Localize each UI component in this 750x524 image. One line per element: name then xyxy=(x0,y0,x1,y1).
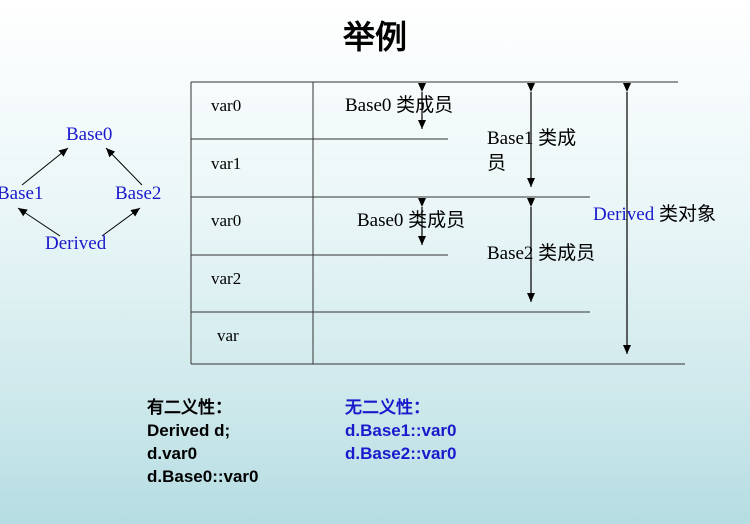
row-var0-b: var0 xyxy=(211,211,242,230)
class-base0: Base0 xyxy=(66,124,113,145)
arrow-derived-to-base1 xyxy=(17,207,61,237)
unambiguous-line-2: d.Base2::var0 xyxy=(345,444,457,463)
label-derived-object-suffix: 类对象 xyxy=(654,204,716,225)
ambiguous-line-2: d.var0 xyxy=(147,444,198,463)
class-derived: Derived xyxy=(45,233,107,254)
memory-layout-box xyxy=(190,81,685,365)
unambiguous-block: 无二义性： d.Base1::var0 d.Base2::var0 xyxy=(345,396,457,465)
row-var: var xyxy=(217,326,239,345)
row-var0-a: var0 xyxy=(211,96,242,115)
label-base1-member-line2: 员 xyxy=(487,153,507,174)
arrow-base1-to-base0 xyxy=(21,147,69,186)
unambiguous-line-1: d.Base1::var0 xyxy=(345,421,457,440)
label-derived-object-prefix: Derived xyxy=(593,204,655,225)
unambiguous-heading: 无二义性： xyxy=(345,398,430,417)
row-var1: var1 xyxy=(211,154,242,173)
arrow-base2-to-base0 xyxy=(105,147,143,186)
label-base2-member: Base2 类成员 xyxy=(487,243,596,264)
label-base0-member-b: Base0 类成员 xyxy=(357,210,466,231)
page-title: 举例 xyxy=(342,18,407,56)
label-base0-member-a: Base0 类成员 xyxy=(345,95,454,116)
ambiguous-line-3: d.Base0::var0 xyxy=(147,467,259,486)
ambiguous-block: 有二义性： Derived d; d.var0 d.Base0::var0 xyxy=(147,396,259,488)
ambiguous-heading: 有二义性： xyxy=(147,398,232,417)
label-derived-object: Derived 类对象 xyxy=(593,204,716,227)
arrow-derived-to-base2 xyxy=(101,207,141,237)
class-base1: Base1 xyxy=(0,183,44,204)
ambiguous-line-1: Derived d; xyxy=(147,421,231,440)
class-base2: Base2 xyxy=(115,183,162,204)
label-base1-member-line1: Base1 类成 xyxy=(487,128,577,149)
row-var2: var2 xyxy=(211,269,242,288)
